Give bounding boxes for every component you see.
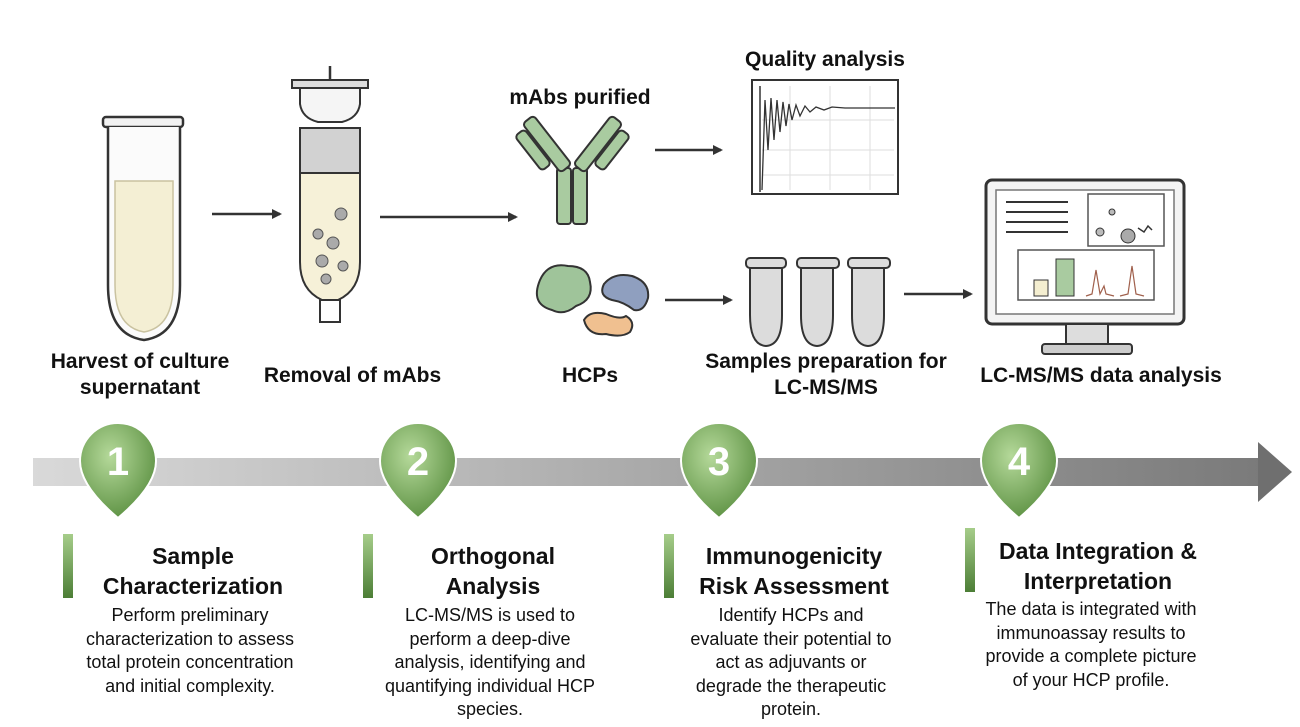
removal-label: Removal of mAbs — [263, 364, 442, 387]
step-marker-1 — [78, 421, 158, 520]
hcps-label: HCPs — [561, 364, 619, 387]
sample-tubes-icon — [745, 257, 891, 348]
step-number-2: 2 — [406, 440, 430, 484]
step-2-description: LC-MS/MS is used to perform a deep-dive … — [384, 605, 596, 719]
step-number-3: 3 — [707, 440, 731, 484]
step-2-title: Orthogonal Analysis — [431, 543, 555, 599]
monitor-icon — [984, 178, 1186, 355]
step-marker-4 — [979, 421, 1059, 520]
step-marker-3 — [679, 421, 759, 520]
chromatogram-icon — [751, 79, 899, 195]
step-1-accent-bar — [63, 534, 73, 598]
samples-prep-label: Samples preparation for LC-MS/MS — [705, 350, 947, 399]
harvest-label: Harvest of culture supernatant — [50, 350, 230, 399]
step-1-description: Perform preliminary characterization to … — [85, 605, 295, 696]
step-1-title: Sample Characterization — [102, 543, 284, 599]
syringe-filter-icon — [291, 66, 369, 323]
step-number-4: 4 — [1007, 440, 1031, 484]
mabs-purified-label: mAbs purified — [509, 86, 651, 109]
step-3-title: Immunogenicity Risk Assessment — [699, 543, 889, 599]
step-number-1: 1 — [106, 440, 130, 484]
quality-analysis-label: Quality analysis — [745, 48, 905, 71]
step-marker-2 — [378, 421, 458, 520]
step-4-description: The data is integrated with immunoassay … — [985, 599, 1197, 690]
process-arrows — [212, 145, 973, 305]
antibody-icon — [515, 115, 630, 225]
culture-tube-icon — [101, 115, 185, 342]
data-analysis-label: LC-MS/MS data analysis — [980, 364, 1222, 387]
step-3-accent-bar — [664, 534, 674, 598]
timeline-arrow — [33, 442, 1292, 502]
hcp-blobs-icon — [536, 264, 650, 337]
step-4-accent-bar — [965, 528, 975, 592]
step-2-accent-bar — [363, 534, 373, 598]
step-3-description: Identify HCPs and evaluate their potenti… — [690, 605, 892, 719]
step-4-title: Data Integration & Interpretation — [998, 538, 1198, 594]
